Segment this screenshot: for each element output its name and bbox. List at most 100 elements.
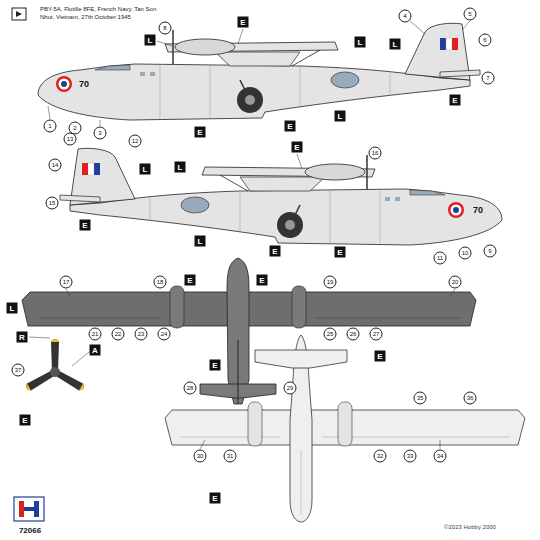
callout-letter: E: [285, 121, 296, 132]
top-view: [22, 258, 476, 404]
callout-letter: L: [140, 164, 151, 175]
callout-number: 15: [46, 197, 59, 210]
drawing-shape: [24, 384, 31, 392]
propeller: [24, 339, 85, 392]
callout-letter: E: [195, 127, 206, 138]
callout-number: 10: [459, 247, 472, 260]
callout-number: 25: [324, 328, 337, 341]
drawing-shape: [316, 318, 460, 319]
drawing-shape: [448, 202, 464, 218]
callout-letter: E: [257, 275, 268, 286]
callout-number: 22: [112, 328, 125, 341]
drawing-shape: [34, 501, 39, 517]
drawing-shape: [462, 21, 470, 30]
copyright-note: ©2023 Hobby 2000: [444, 524, 496, 530]
callout-letter: A: [90, 345, 101, 356]
drawing-shape: [14, 497, 44, 521]
tailplane-bottom: [255, 350, 347, 368]
callout-number: 30: [194, 450, 207, 463]
drawing-shape: [100, 120, 101, 126]
callout-number: 13: [64, 133, 77, 146]
callout-letter: E: [238, 17, 249, 28]
drawing-shape: [453, 207, 459, 213]
drawing-shape: [157, 41, 172, 46]
callout-number: 1: [44, 120, 57, 133]
callout-letter: L: [195, 236, 206, 247]
callout-number: 8: [159, 22, 172, 35]
hull-code: 70: [78, 79, 90, 89]
callout-letter: L: [145, 35, 156, 46]
roundel: [448, 202, 464, 218]
callout-letter: E: [185, 275, 196, 286]
profile-caption: PBY-5A, Flotille 8FE, French Navy, Tan S…: [40, 6, 158, 22]
drawing-shape: [440, 440, 441, 449]
drawing-shape: [79, 384, 86, 392]
drawing-shape: [66, 289, 70, 296]
callout-letter: E: [335, 247, 346, 258]
callout-letter: E: [210, 360, 221, 371]
callout-letter: E: [270, 246, 281, 257]
drawing-shape: [56, 76, 72, 92]
callout-number: 11: [434, 252, 447, 265]
callout-number: 16: [369, 147, 382, 160]
callout-letter: E: [80, 220, 91, 231]
callout-letter: E: [20, 415, 31, 426]
callout-number: 35: [414, 392, 427, 405]
drawing-shape: [51, 339, 59, 342]
callout-letter: E: [375, 351, 386, 362]
bottom-view: [165, 335, 525, 522]
callout-number: 29: [284, 382, 297, 395]
callout-number: 7: [482, 72, 495, 85]
drawing-shape: [72, 352, 89, 366]
marking-icon: [12, 8, 26, 20]
callout-number: 6: [479, 34, 492, 47]
drawing-shape: [24, 507, 34, 511]
drawing-shape: [61, 81, 67, 87]
callout-number: 18: [154, 276, 167, 289]
drawing-shape: [410, 21, 425, 34]
callout-number: 17: [60, 276, 73, 289]
drawing-shape: [238, 29, 243, 44]
callout-number: 23: [135, 328, 148, 341]
drawing-shape: [297, 154, 302, 169]
callout-letter: L: [175, 162, 186, 173]
callout-number: 24: [158, 328, 171, 341]
drawing-shape: [19, 501, 24, 517]
drawing-shape: [450, 289, 455, 296]
nacelle: [170, 286, 184, 328]
callout-letter: L: [335, 111, 346, 122]
callout-number: 21: [89, 328, 102, 341]
callout-number: 34: [434, 450, 447, 463]
callout-number: 36: [464, 392, 477, 405]
callout-number: 12: [129, 135, 142, 148]
callout-number: 31: [224, 450, 237, 463]
nacelle: [248, 402, 262, 446]
callout-number: 4: [399, 10, 412, 23]
drawing-shape: [48, 106, 50, 119]
drawing-shape: [451, 205, 462, 216]
drawing-shape: [50, 367, 60, 377]
callout-letter: L: [390, 39, 401, 50]
callout-letter: R: [17, 332, 28, 343]
drawing-shape: [237, 340, 238, 404]
callout-number: 14: [49, 159, 62, 172]
drawing-shape: [16, 11, 22, 17]
callout-number: 26: [347, 328, 360, 341]
drawing-shape: [12, 8, 26, 20]
callout-number: 3: [94, 127, 107, 140]
roundel: [56, 76, 72, 92]
maker-logo: [14, 497, 44, 521]
callout-letter: L: [7, 303, 18, 314]
drawing-shape: [40, 318, 160, 319]
callout-number: 32: [374, 450, 387, 463]
callout-letter: L: [355, 37, 366, 48]
fuselage-top: [227, 258, 249, 404]
callout-letter: E: [450, 95, 461, 106]
callout-number: 27: [370, 328, 383, 341]
drawing-shape: [200, 440, 205, 449]
drawing-shape: [29, 337, 50, 338]
leader-lines: [29, 21, 470, 449]
callout-letter: E: [292, 142, 303, 153]
kit-number: 72066: [19, 526, 41, 535]
callout-number: 5: [464, 8, 477, 21]
